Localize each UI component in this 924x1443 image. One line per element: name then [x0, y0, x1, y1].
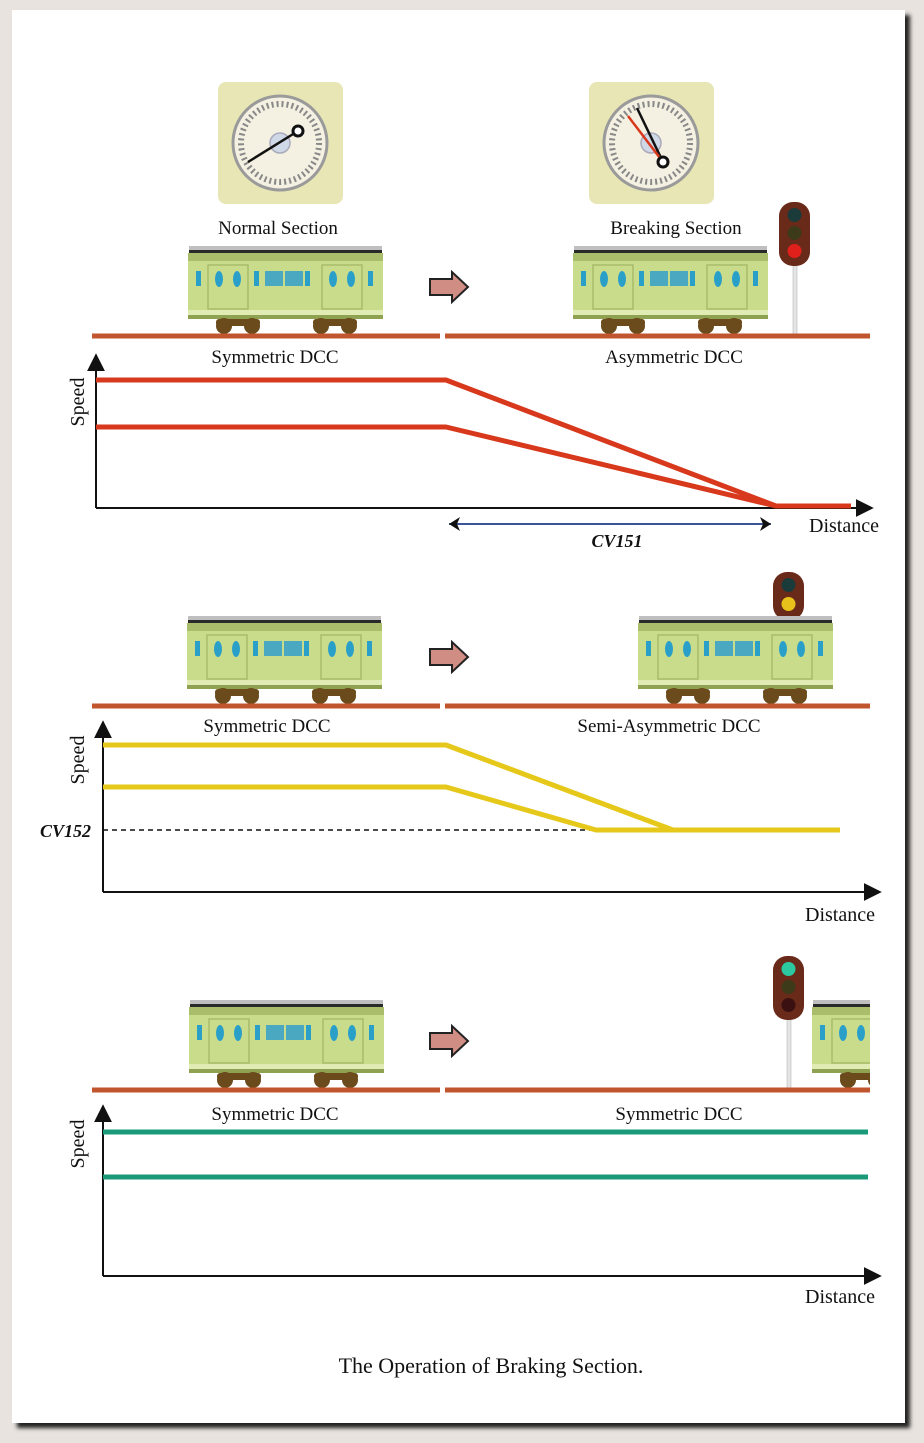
speed-series: [96, 377, 851, 509]
panel-2: Symmetric DCC Semi-Asymmetric DCC Speed …: [40, 572, 882, 926]
figure-page: Normal Section Breaking Section Symmetri…: [12, 10, 905, 1423]
right-dcc-label: Asymmetric DCC: [605, 347, 743, 368]
speed-line-1: [96, 377, 851, 509]
braking-section-label: Breaking Section: [610, 218, 742, 239]
direction-arrow-icon: [429, 641, 469, 673]
speed-gauge-normal: [218, 82, 343, 204]
braking-section-diagram: Normal Section Breaking Section Symmetri…: [40, 82, 882, 1378]
figure-caption: The Operation of Braking Section.: [339, 1353, 644, 1378]
direction-arrow-icon: [429, 271, 469, 303]
cv152-label: CV152: [40, 821, 91, 841]
train-car-left: [188, 999, 385, 1089]
left-dcc-label: Symmetric DCC: [211, 1104, 338, 1125]
signal-green-icon: [773, 956, 804, 1089]
right-dcc-label: Semi-Asymmetric DCC: [577, 716, 760, 737]
signal-red-icon: [779, 202, 810, 335]
train-car-normal: [187, 245, 384, 335]
train-car-right: [637, 615, 834, 705]
y-axis-label: Speed: [67, 736, 89, 785]
speed-line-2: [96, 424, 777, 509]
right-dcc-label: Symmetric DCC: [615, 1104, 742, 1125]
speed-series: [103, 1129, 868, 1180]
direction-arrow-icon: [429, 1025, 469, 1057]
y-axis-label: Speed: [67, 1120, 89, 1169]
x-axis-label: Distance: [805, 904, 875, 926]
x-axis-label: Distance: [805, 1286, 875, 1308]
y-axis-label: Speed: [67, 378, 89, 427]
left-dcc-label: Symmetric DCC: [211, 347, 338, 368]
normal-section-label: Normal Section: [218, 218, 338, 239]
cv151-label: CV151: [591, 531, 642, 551]
panel-3: Symmetric DCC Symmetric DCC Speed Distan…: [67, 956, 882, 1308]
speed-gauge-braking: [589, 82, 714, 204]
speed-line-1: [103, 742, 840, 833]
speed-series: [103, 742, 840, 833]
train-car-braking: [572, 245, 769, 335]
signal-yellow-icon: [773, 572, 804, 620]
left-dcc-label: Symmetric DCC: [203, 716, 330, 737]
x-axis-label: Distance: [809, 515, 879, 537]
panel-1: Normal Section Breaking Section Symmetri…: [67, 82, 879, 551]
train-car-partial: [812, 1000, 870, 1089]
speed-line-2: [103, 784, 673, 833]
train-car-left: [186, 615, 383, 705]
